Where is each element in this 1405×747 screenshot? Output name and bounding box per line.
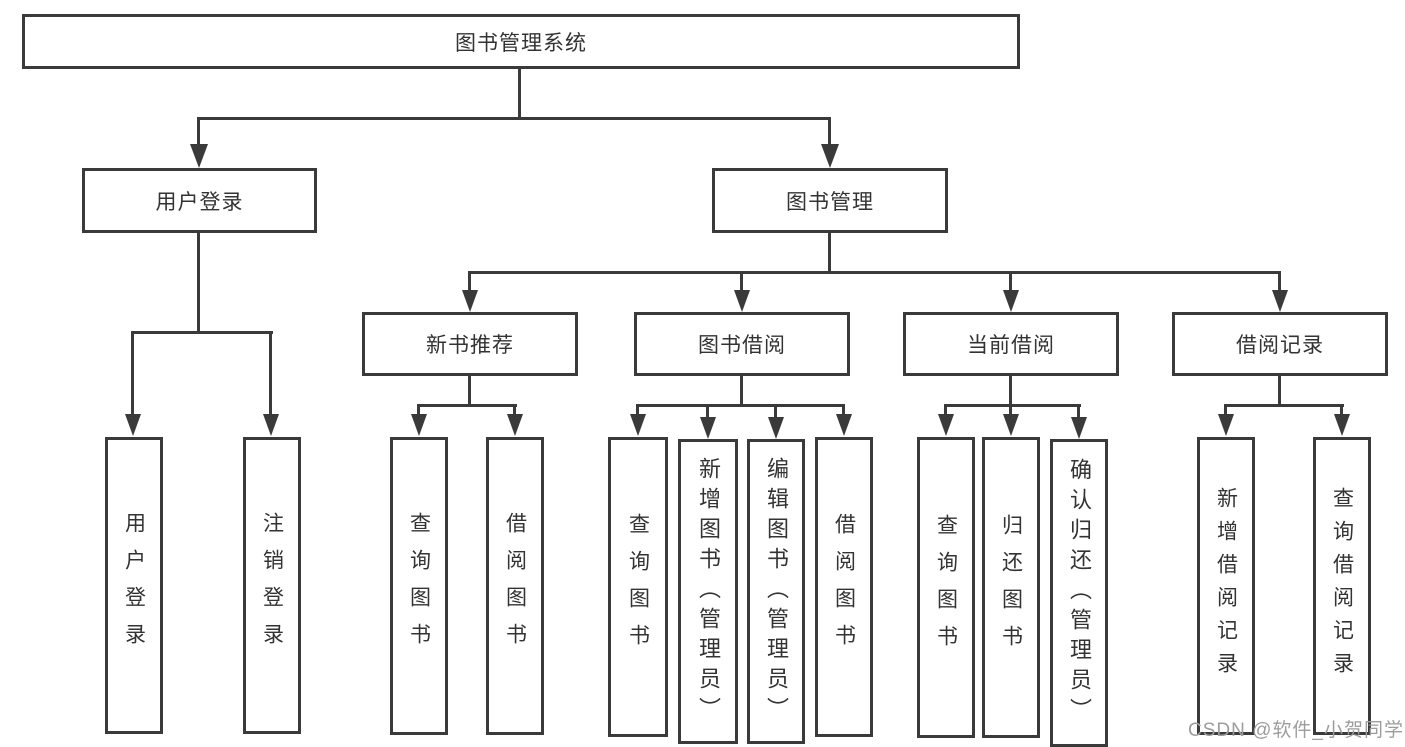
connector-to-leaf-logout	[269, 331, 272, 415]
arrow-down-icon	[1218, 414, 1234, 436]
leaf-query-books-1-label: 查询图书	[407, 512, 431, 660]
arrow-down-icon	[190, 144, 208, 168]
arrow-down-icon	[734, 290, 750, 312]
node-book-borrow-label: 图书借阅	[698, 334, 786, 357]
leaf-user-login-label: 用户登录	[122, 511, 146, 660]
connector-book-borrow-stem	[740, 375, 743, 407]
arrow-down-icon	[1334, 414, 1350, 436]
node-root-label: 图书管理系统	[455, 31, 587, 55]
connector-leaf	[1009, 404, 1012, 416]
connector-to-user-login	[197, 117, 200, 147]
node-root-library-system: 图书管理系统	[22, 14, 1020, 69]
leaf-borrow-books-2-label: 借阅图书	[832, 513, 856, 661]
node-new-book-recommend-label: 新书推荐	[426, 334, 514, 357]
connector-root-stem	[518, 68, 521, 117]
leaf-query-books-3-label: 查询图书	[934, 513, 958, 662]
leaf-query-borrow-record: 查询借阅记录	[1313, 437, 1371, 735]
arrow-down-icon	[411, 414, 427, 436]
leaf-query-books-2: 查询图书	[608, 437, 668, 737]
arrow-down-icon	[630, 414, 646, 436]
leaf-confirm-return-admin-label: 确认归还（管理员）	[1067, 458, 1092, 728]
node-book-management: 图书管理	[712, 168, 948, 233]
leaf-edit-books-admin: 编辑图书（管理员）	[747, 439, 805, 744]
connector-new-book-stem	[468, 375, 471, 407]
leaf-borrow-books-1-label: 借阅图书	[503, 512, 527, 660]
leaf-query-books-1: 查询图书	[390, 437, 448, 735]
arrow-down-icon	[1003, 290, 1019, 312]
arrow-down-icon	[125, 414, 141, 436]
leaf-borrow-books-2: 借阅图书	[815, 437, 873, 737]
leaf-confirm-return-admin: 确认归还（管理员）	[1050, 439, 1108, 747]
connector-leaf	[1077, 404, 1080, 418]
arrow-down-icon	[938, 414, 954, 436]
connector-borrow-records-branch	[1224, 404, 1344, 407]
connector-root-branch	[197, 117, 831, 120]
connector-current-borrow-stem	[1009, 375, 1012, 407]
connector-leaf	[706, 404, 709, 418]
csdn-watermark: CSDN @软件_小贺同学	[1188, 720, 1404, 741]
arrow-down-icon	[263, 414, 279, 436]
connector-leaf	[944, 404, 947, 416]
connector-borrow-records-stem	[1278, 375, 1281, 407]
node-borrow-records: 借阅记录	[1172, 312, 1388, 376]
node-current-borrow-label: 当前借阅	[967, 334, 1055, 357]
arrow-down-icon	[1003, 414, 1019, 436]
leaf-return-books: 归还图书	[982, 437, 1040, 738]
leaf-edit-books-admin-label: 编辑图书（管理员）	[764, 456, 789, 727]
leaf-query-books-3: 查询图书	[917, 437, 975, 738]
leaf-logout: 注销登录	[243, 437, 301, 734]
node-user-login-label: 用户登录	[155, 190, 244, 214]
leaf-query-borrow-record-label: 查询借阅记录	[1330, 487, 1354, 685]
node-borrow-records-label: 借阅记录	[1236, 334, 1324, 357]
connector-leaf	[417, 404, 420, 416]
leaf-return-books-label: 归还图书	[999, 513, 1023, 662]
leaf-logout-label: 注销登录	[260, 511, 284, 660]
connector-leaf	[774, 404, 777, 418]
arrow-down-icon	[821, 144, 839, 168]
connector-to-new-book-recommend	[468, 271, 471, 293]
node-book-borrow: 图书借阅	[634, 312, 850, 376]
connector-leaf	[1340, 404, 1343, 416]
connector-leaf	[1224, 404, 1227, 416]
leaf-borrow-books-1: 借阅图书	[486, 437, 544, 735]
connector-to-leaf-user-login	[131, 331, 134, 415]
arrow-down-icon	[1272, 290, 1288, 312]
connector-user-login-stem	[197, 232, 200, 334]
connector-leaf	[513, 404, 516, 416]
connector-to-current-borrow	[1009, 271, 1012, 293]
connector-to-book-management	[828, 117, 831, 147]
leaf-add-books-admin: 新增图书（管理员）	[678, 439, 738, 744]
node-current-borrow: 当前借阅	[903, 312, 1119, 376]
connector-current-borrow-branch	[944, 404, 1081, 407]
connector-book-management-branch	[468, 271, 1281, 274]
connector-to-borrow-records	[1278, 271, 1281, 293]
node-book-management-label: 图书管理	[786, 190, 874, 214]
node-new-book-recommend: 新书推荐	[362, 312, 578, 376]
arrow-down-icon	[1071, 417, 1087, 439]
leaf-add-borrow-record: 新增借阅记录	[1197, 437, 1255, 735]
leaf-user-login: 用户登录	[105, 437, 163, 734]
arrow-down-icon	[700, 417, 716, 439]
connector-book-management-stem	[828, 232, 831, 274]
arrow-down-icon	[836, 414, 852, 436]
connector-to-book-borrow	[740, 271, 743, 293]
connector-leaf	[636, 404, 639, 416]
arrow-down-icon	[507, 414, 523, 436]
leaf-add-books-admin-label: 新增图书（管理员）	[696, 456, 721, 727]
connector-user-login-branch	[131, 331, 273, 334]
connector-leaf	[842, 404, 845, 416]
node-user-login: 用户登录	[82, 168, 317, 233]
arrow-down-icon	[768, 417, 784, 439]
arrow-down-icon	[462, 290, 478, 312]
connector-book-borrow-branch	[636, 404, 845, 407]
leaf-add-borrow-record-label: 新增借阅记录	[1214, 487, 1238, 685]
connector-new-book-branch	[417, 404, 517, 407]
leaf-query-books-2-label: 查询图书	[626, 513, 650, 661]
